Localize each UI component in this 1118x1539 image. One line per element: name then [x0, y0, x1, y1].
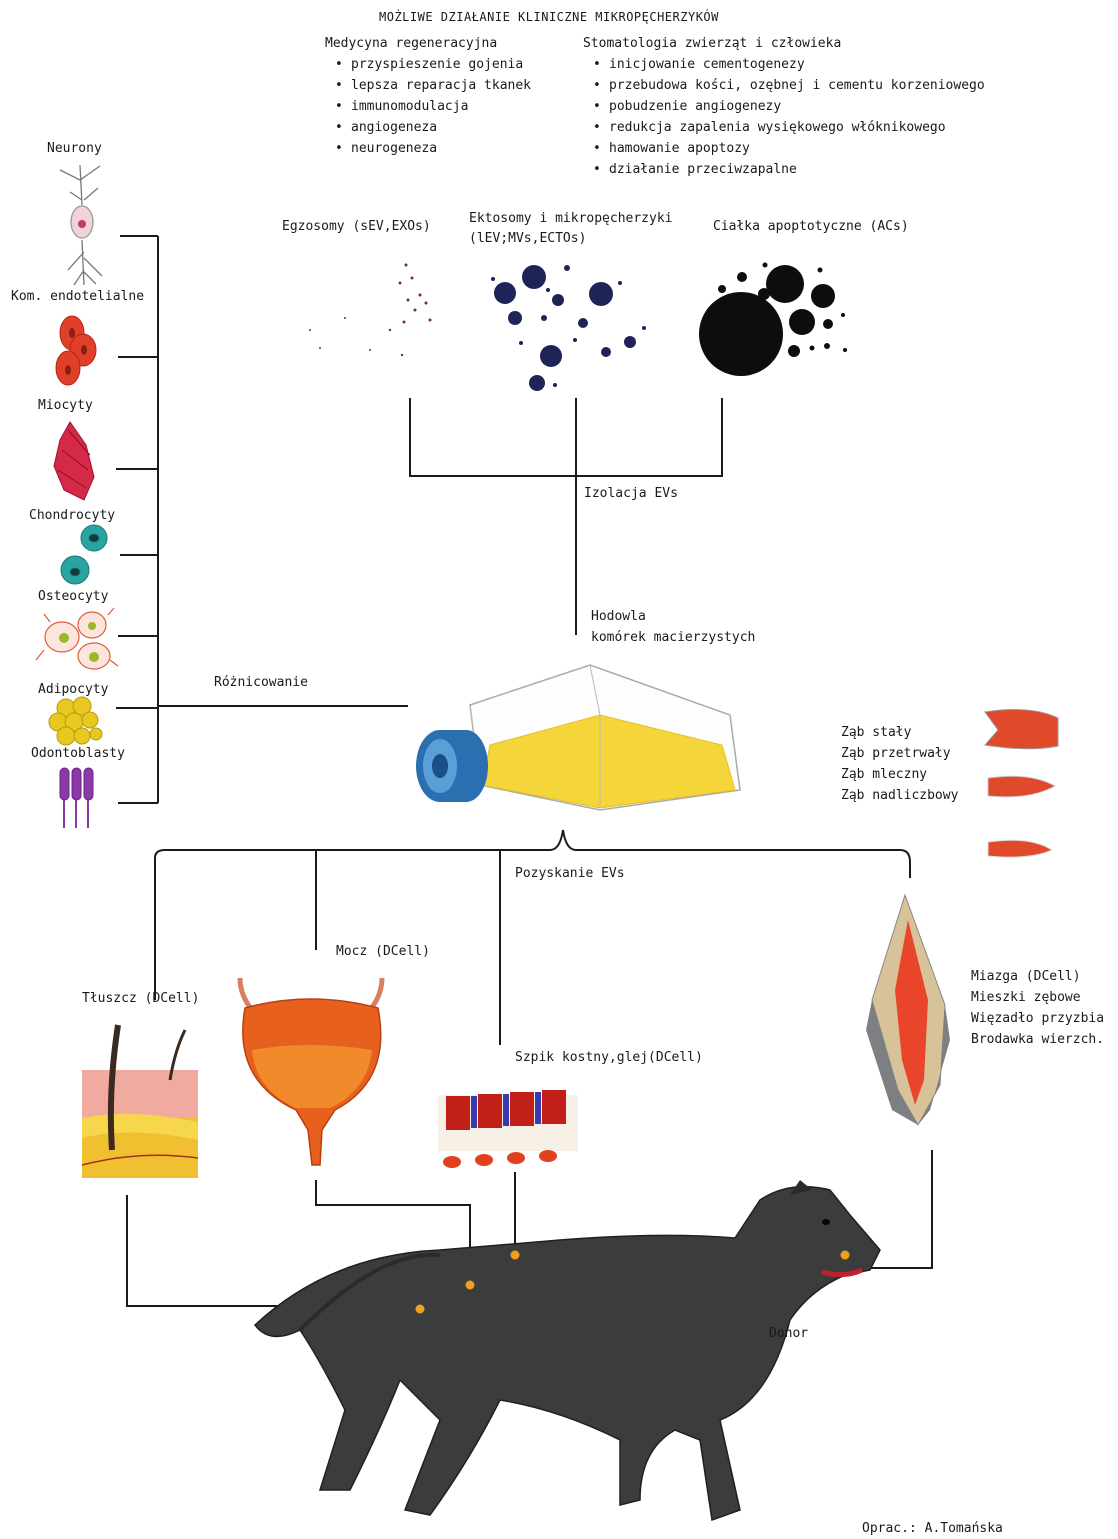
list-item: działanie przeciwzapalne: [583, 159, 985, 180]
donor-dog-illustration: [255, 1180, 880, 1520]
differentiation-label: Różnicowanie: [214, 675, 308, 691]
list-item: Ząb przetrwały: [841, 743, 958, 764]
exosome-dots: [309, 264, 432, 357]
list-item: Miazga (DCell): [971, 966, 1104, 987]
cell-bracket-ticks: [116, 236, 158, 803]
list-item: Brodawka wierzch.: [971, 1029, 1104, 1050]
isolation-label: Izolacja EVs: [584, 486, 678, 502]
fat-tissue-illustration: [82, 1025, 198, 1178]
osteocytes-label: Osteocyty: [38, 589, 108, 605]
teeth-list: Ząb stały Ząb przetrwały Ząb mleczny Ząb…: [841, 722, 958, 806]
neurons-label: Neurony: [47, 141, 102, 157]
ectosomes-label-line1: Ektosomy i mikropęcherzyki: [469, 211, 673, 227]
list-item: przebudowa kości, ozębnej i cementu korz…: [583, 75, 985, 96]
harvest-label: Pozyskanie EVs: [515, 866, 625, 882]
list-item: immunomodulacja: [325, 96, 531, 117]
author-credit: Oprac.: A.Tomańska: [862, 1521, 1003, 1537]
apoptotic-bodies: [699, 263, 847, 377]
list-item: Mieszki zębowe: [971, 987, 1104, 1008]
endothelial-label: Kom. endotelialne: [11, 289, 144, 305]
list-item: Ząb stały: [841, 722, 958, 743]
list-item: lepsza reparacja tkanek: [325, 75, 531, 96]
list-item: angiogeneza: [325, 117, 531, 138]
myocyte-cells: [54, 422, 94, 500]
list-item: Więzadło przyzbia: [971, 1008, 1104, 1029]
regen-list: przyspieszenie gojenia lepsza reparacja …: [325, 54, 531, 159]
stoma-list: inicjowanie cementogenezy przebudowa koś…: [583, 54, 985, 180]
list-item: redukcja zapalenia wysiękowego włóknikow…: [583, 117, 985, 138]
list-item: hamowanie apoptozy: [583, 138, 985, 159]
urine-label: Mocz (DCell): [336, 944, 430, 960]
myocytes-label: Miocyty: [38, 398, 93, 414]
chondrocytes-label: Chondrocyty: [29, 508, 115, 524]
exosomes-label: Egzosomy (sEV,EXOs): [282, 219, 431, 235]
chondrocyte-cells: [61, 525, 107, 584]
osteocyte-cells: [36, 608, 118, 669]
pulp-sources-list: Miazga (DCell) Mieszki zębowe Więzadło p…: [971, 966, 1104, 1050]
bladder-illustration: [240, 978, 382, 1165]
list-item: inicjowanie cementogenezy: [583, 54, 985, 75]
harvest-bracket: [155, 830, 910, 1000]
odontoblast-cells: [60, 768, 93, 828]
diagram-title: MOŻLIWE DZIAŁANIE KLINICZNE MIKROPĘCHERZ…: [379, 9, 719, 25]
endothelial-cells: [56, 316, 96, 385]
adipocyte-cells: [49, 697, 102, 745]
vesicle-bracket: [410, 398, 722, 476]
list-item: przyspieszenie gojenia: [325, 54, 531, 75]
culture-label-line2: komórek macierzystych: [591, 630, 755, 646]
donor-label: Donor: [769, 1326, 808, 1342]
teeth-icons: [985, 710, 1058, 858]
ectosomes-label-line2: (lEV;MVs,ECTOs): [469, 231, 586, 247]
adipocytes-label: Adipocyty: [38, 682, 108, 698]
culture-label-line1: Hodowla: [591, 609, 646, 625]
culture-flask: [416, 665, 740, 810]
list-item: pobudzenie angiogenezy: [583, 96, 985, 117]
marrow-label: Szpik kostny,glej(DCell): [515, 1050, 703, 1066]
list-item: Ząb mleczny: [841, 764, 958, 785]
fat-label: Tłuszcz (DCell): [82, 991, 199, 1007]
list-item: Ząb nadliczbowy: [841, 785, 958, 806]
list-item: neurogeneza: [325, 138, 531, 159]
regen-heading: Medycyna regeneracyjna: [325, 36, 497, 52]
pulp-tooth: [866, 895, 950, 1125]
spine-illustration: [438, 1090, 578, 1168]
ectosome-vesicles: [491, 265, 646, 391]
stoma-heading: Stomatologia zwierząt i człowieka: [583, 36, 841, 52]
neuron-cell: [60, 165, 102, 285]
odontoblasts-label: Odontoblasty: [31, 746, 125, 762]
apoptotic-bodies-label: Ciałka apoptotyczne (ACs): [713, 219, 909, 235]
